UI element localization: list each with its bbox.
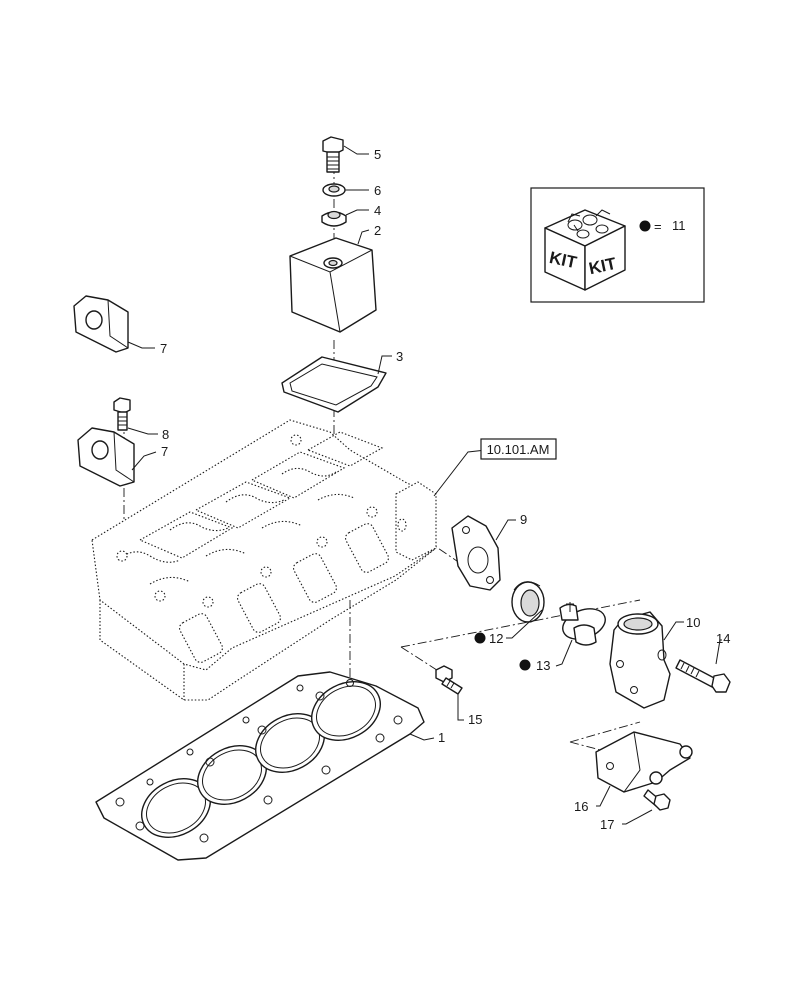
thermostat-housing-part-10	[609, 611, 671, 709]
callout-16: 16	[574, 799, 588, 814]
bolt-part-17	[643, 789, 671, 811]
seal-ring-part-12	[511, 581, 545, 623]
callout-4: 4	[374, 203, 381, 218]
callout-2: 2	[374, 223, 381, 238]
callout-13: 13	[536, 658, 550, 673]
callout-14: 14	[716, 631, 730, 646]
kit-marker-dot	[639, 220, 651, 232]
callout-9: 9	[520, 512, 527, 527]
leader-lines	[127, 145, 722, 825]
callout-12: 12	[489, 631, 503, 646]
bolt-part-15	[435, 665, 463, 695]
callout-15: 15	[468, 712, 482, 727]
head-gasket-part-1	[95, 671, 425, 861]
bolt-part-5	[322, 136, 344, 173]
kit-bullet-part-12	[474, 632, 486, 644]
callout-5: 5	[374, 147, 381, 162]
callout-1: 1	[438, 730, 445, 745]
kit-bullet-part-13	[519, 659, 531, 671]
cylinder-head-assembly	[91, 419, 437, 701]
bolt-part-14	[675, 659, 731, 693]
callout-7-lower: 7	[161, 444, 168, 459]
callout-17: 17	[600, 817, 614, 832]
reference-box-frame	[480, 438, 557, 460]
kit-equals-sign: =	[654, 219, 662, 234]
reference-box-label: 10.101.AM	[487, 442, 550, 457]
callout-numbers: 5 6 4 2 3 7 8 7 1 9 12 13 10 14 15 16 17	[160, 147, 730, 832]
gasket-bores	[141, 681, 381, 838]
kit-part-number: 11	[672, 218, 686, 233]
callout-8: 8	[162, 427, 169, 442]
bracket-part-16	[595, 731, 693, 793]
thermostat-part-13	[559, 602, 606, 646]
thermostat-gasket-part-9	[451, 515, 501, 591]
reference-box[interactable]: 10.101.AM	[480, 438, 557, 460]
callout-10: 10	[686, 615, 700, 630]
callout-7-upper: 7	[160, 341, 167, 356]
kit-legend: KIT KIT = 11	[530, 187, 705, 303]
callout-6: 6	[374, 183, 381, 198]
washer-part-6	[322, 183, 346, 197]
valve-cover-part-2	[289, 237, 377, 333]
kit-box-icon: KIT KIT	[544, 209, 626, 291]
lifting-bracket-part-7-lower	[77, 427, 135, 487]
lifting-bracket-part-7-upper	[73, 295, 129, 353]
grommet-part-4	[321, 210, 347, 227]
callout-3: 3	[396, 349, 403, 364]
bolt-part-8	[113, 397, 131, 431]
cover-gasket-part-3	[281, 356, 387, 413]
